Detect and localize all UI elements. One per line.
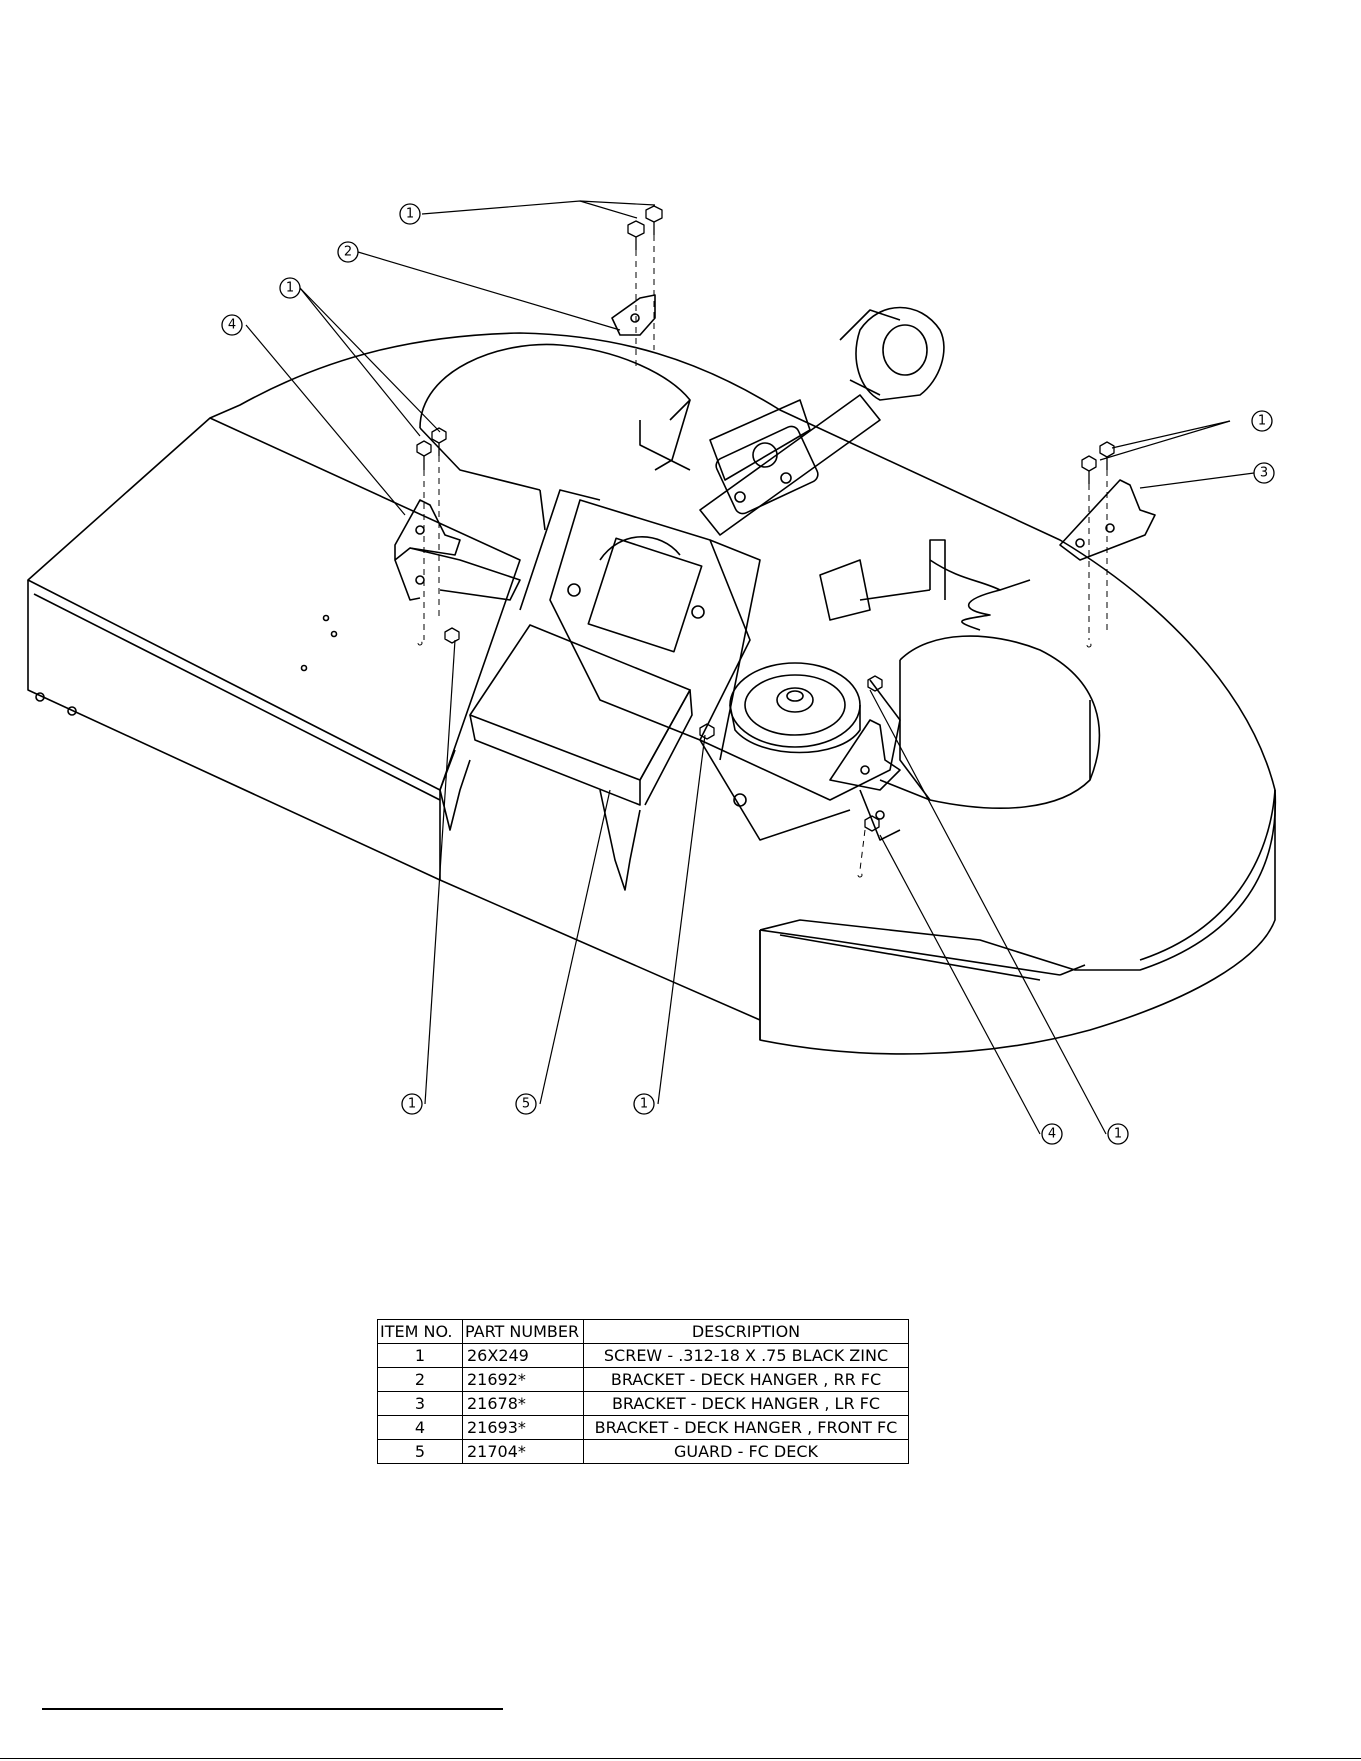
callout-5: 1 (1258, 414, 1266, 429)
callout-11: 1 (1114, 1127, 1122, 1142)
callout-6: 3 (1260, 466, 1268, 481)
header-item-no: ITEM NO. (378, 1320, 463, 1344)
table-row: 2 21692* BRACKET - DECK HANGER , RR FC (378, 1368, 909, 1392)
table-row: 3 21678* BRACKET - DECK HANGER , LR FC (378, 1392, 909, 1416)
tension-spring (820, 540, 1030, 630)
description: BRACKET - DECK HANGER , RR FC (584, 1368, 909, 1392)
description: BRACKET - DECK HANGER , FRONT FC (584, 1416, 909, 1440)
idler-pulley (730, 663, 860, 753)
driveshaft (700, 308, 944, 536)
rear-belt-cover (420, 344, 690, 530)
right-belt-cover (880, 636, 1099, 808)
bolts (417, 206, 1114, 831)
part-number: 21693* (463, 1416, 584, 1440)
callout-7: 1 (408, 1097, 416, 1112)
item-no: 5 (378, 1440, 463, 1464)
table-row: 5 21704* GUARD - FC DECK (378, 1440, 909, 1464)
deck-left-wing (28, 418, 760, 1020)
callout-2: 2 (344, 245, 352, 260)
leader-lines (246, 201, 1254, 1134)
item-no: 1 (378, 1344, 463, 1368)
callout-1: 1 (406, 207, 414, 222)
parts-table-header-row: ITEM NO. PART NUMBER DESCRIPTION (378, 1320, 909, 1344)
bottom-edge-rule (0, 1758, 1361, 1759)
part-number: 21704* (463, 1440, 584, 1464)
callout-9: 1 (640, 1097, 648, 1112)
callout-10: 4 (1048, 1127, 1056, 1142)
description: BRACKET - DECK HANGER , LR FC (584, 1392, 909, 1416)
table-row: 4 21693* BRACKET - DECK HANGER , FRONT F… (378, 1416, 909, 1440)
item-no: 3 (378, 1392, 463, 1416)
assembly-dash-lines (418, 235, 1107, 877)
item-no: 4 (378, 1416, 463, 1440)
callout-circles (222, 204, 1274, 1144)
part-number: 21692* (463, 1368, 584, 1392)
callout-3: 1 (286, 281, 294, 296)
item-no: 2 (378, 1368, 463, 1392)
header-description: DESCRIPTION (584, 1320, 909, 1344)
part-number: 26X249 (463, 1344, 584, 1368)
description: SCREW - .312-18 X .75 BLACK ZINC (584, 1344, 909, 1368)
table-row: 1 26X249 SCREW - .312-18 X .75 BLACK ZIN… (378, 1344, 909, 1368)
callout-8: 5 (522, 1097, 530, 1112)
callout-4: 4 (228, 318, 236, 333)
gearbox-frame (520, 490, 760, 760)
bracket-front-left (395, 500, 520, 600)
part-number: 21678* (463, 1392, 584, 1416)
front-guard (440, 625, 692, 890)
footer-rule (42, 1708, 503, 1710)
deck-main-body (210, 333, 1275, 1054)
parts-table: ITEM NO. PART NUMBER DESCRIPTION 1 26X24… (377, 1319, 909, 1464)
header-part-number: PART NUMBER (463, 1320, 584, 1344)
description: GUARD - FC DECK (584, 1440, 909, 1464)
